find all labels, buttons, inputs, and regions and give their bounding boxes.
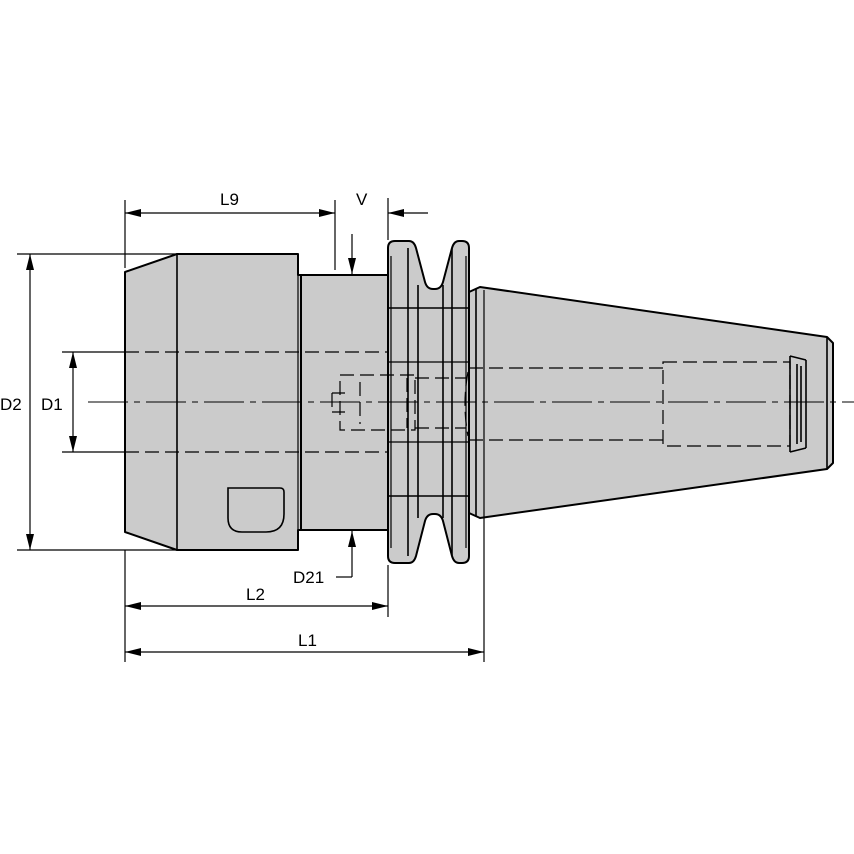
label-d2: D2 (0, 395, 22, 414)
dimension-v (348, 198, 428, 274)
dimension-l2 (124, 550, 389, 662)
label-d21: D21 (293, 568, 324, 587)
label-d1: D1 (41, 395, 63, 414)
dimension-d2 (17, 253, 177, 551)
dimension-d21 (336, 531, 356, 578)
dimension-d1 (62, 351, 125, 453)
dimension-l9 (124, 200, 336, 270)
label-l2: L2 (246, 585, 265, 604)
wrench-flat (227, 487, 285, 533)
label-v: V (356, 190, 368, 209)
label-l9: L9 (220, 190, 239, 209)
hidden-bore (125, 351, 663, 453)
label-l1: L1 (298, 631, 317, 650)
taper-shank (468, 286, 834, 519)
dimension-l1 (125, 515, 485, 662)
